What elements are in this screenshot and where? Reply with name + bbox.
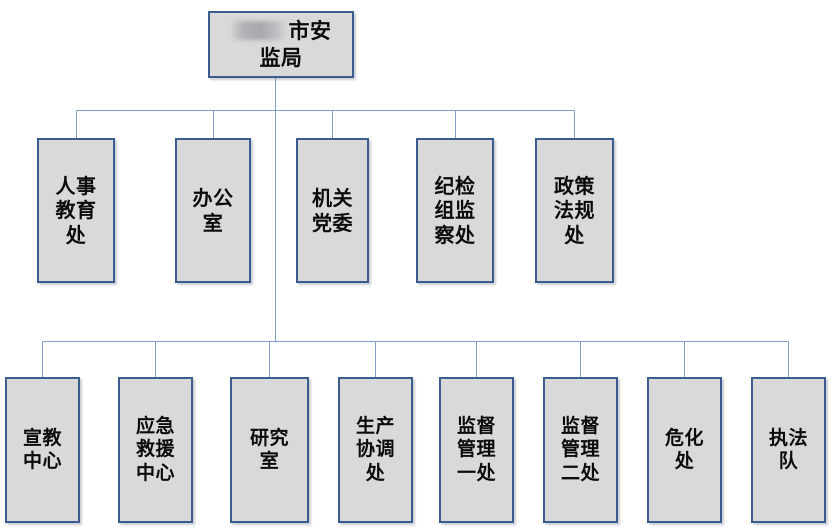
org-node-label: 纪检 组监 察处 [434,173,476,247]
org-node-label: 执法 队 [768,426,808,472]
org-node-label: 监督 管理 二处 [560,415,600,484]
org-node-label: 应急 救援 中心 [135,415,175,484]
org-node-yanjiushi[interactable]: 研究 室 [230,377,309,523]
org-node-yingji-jiuyuan-zhongxin[interactable]: 应急 救援 中心 [118,377,193,523]
org-node-jiguan-dangwei[interactable]: 机关 党委 [296,138,369,283]
redacted-name-block [230,20,287,40]
org-node-label: 研究 室 [249,426,289,472]
org-node-label: 办公 室 [192,186,234,235]
org-node-label: 生产 协调 处 [355,415,395,484]
org-node-weihua-chu[interactable]: 危化 处 [647,377,722,523]
org-node-renshi-jiaoyu-chu[interactable]: 人事 教育 处 [37,138,115,283]
org-node-label: 监督 管理 一处 [456,415,496,484]
org-node-shengchan-xietiao-chu[interactable]: 生产 协调 处 [338,377,413,523]
org-node-label: 机关 党委 [312,186,353,235]
org-node-label: 宣教 中心 [22,426,62,472]
org-node-label: 政策 法规 处 [554,173,595,247]
org-node-jiandu-guanli-yichu[interactable]: 监督 管理 一处 [439,377,514,523]
org-node-root[interactable]: 市安 监局 [208,11,354,78]
org-node-zhifa-dui[interactable]: 执法 队 [751,377,826,523]
org-node-jijian-jiancha-chu[interactable]: 纪检 组监 察处 [416,138,494,283]
org-node-xuanjiao-zhongxin[interactable]: 宣教 中心 [5,377,80,523]
org-node-bangongshi[interactable]: 办公 室 [175,138,251,283]
org-node-label: 人事 教育 处 [55,173,97,247]
org-node-root-text: 市安 监局 [259,17,332,70]
org-node-jiandu-guanli-erchu[interactable]: 监督 管理 二处 [543,377,618,523]
org-node-zhengce-fagui-chu[interactable]: 政策 法规 处 [535,138,614,283]
org-node-root-label: 市安 监局 [230,17,332,72]
org-node-label: 危化 处 [664,426,704,472]
